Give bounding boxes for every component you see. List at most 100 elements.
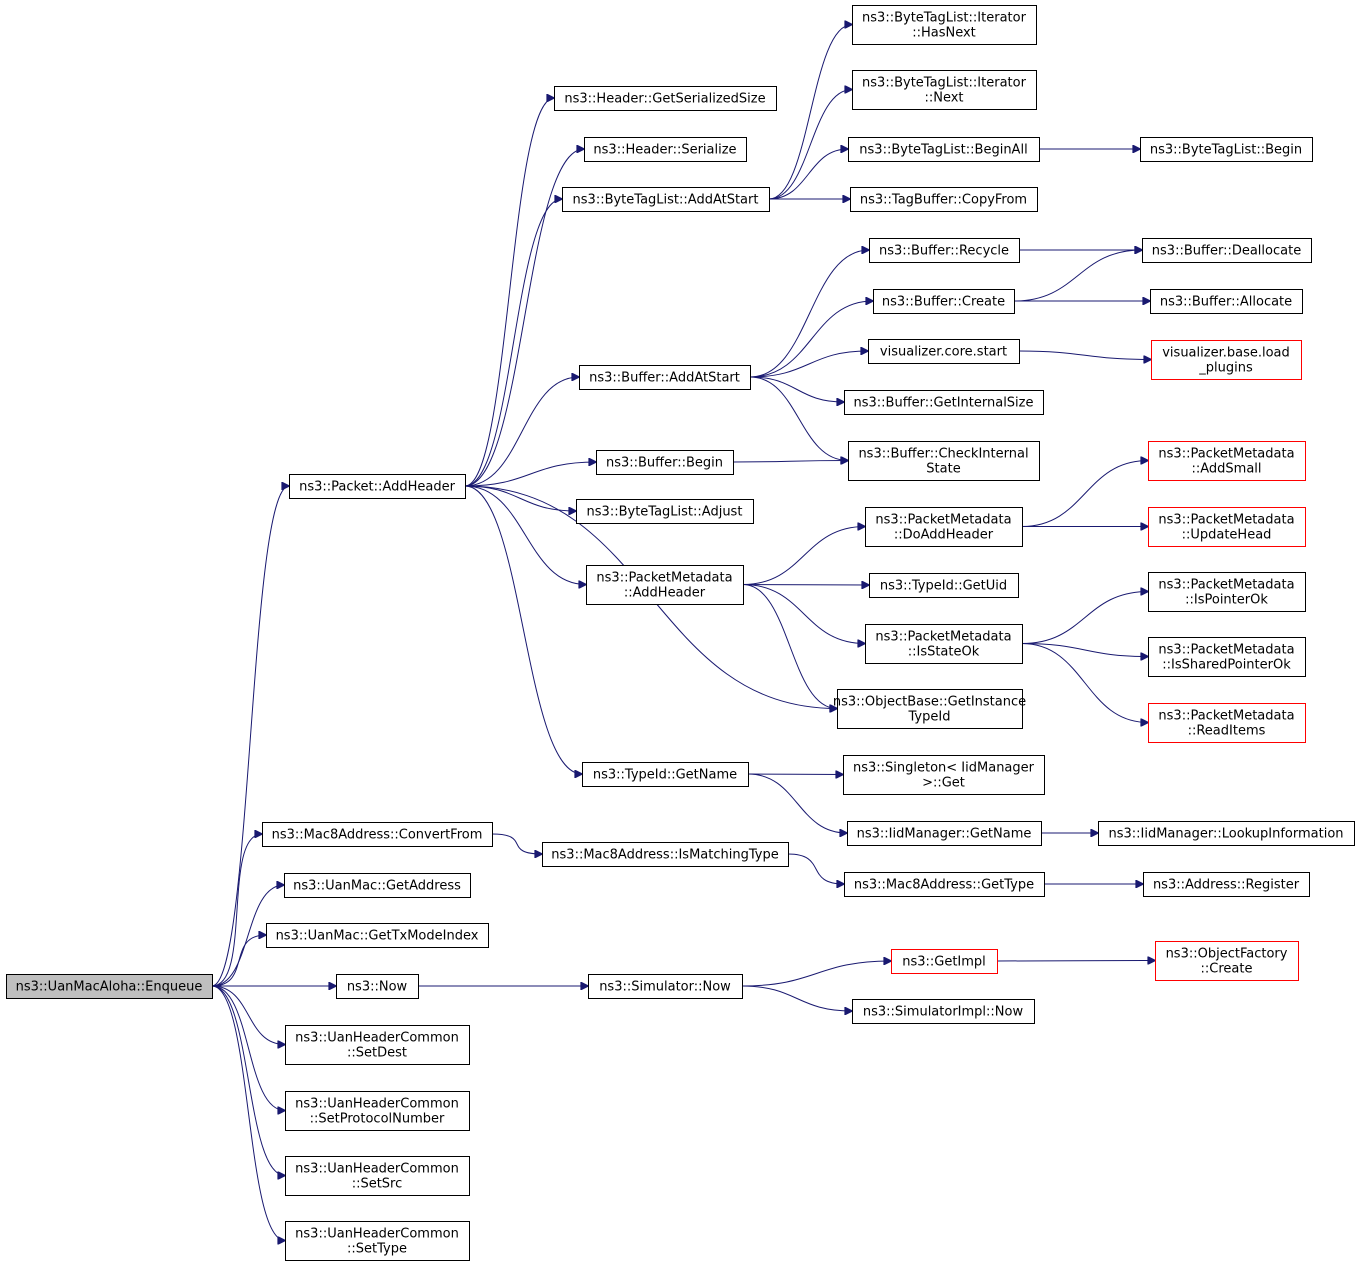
node-addHeader[interactable]: ns3::Packet::AddHeader — [289, 474, 466, 499]
edge-getImpl-to-objFactory — [996, 961, 1155, 962]
node-label: ns3::TypeId::GetName — [593, 768, 737, 783]
node-label: ns3::ByteTagList::AddAtStart — [573, 193, 759, 208]
node-label: ns3::Simulator::Now — [599, 980, 731, 995]
node-bufRecycle[interactable]: ns3::Buffer::Recycle — [869, 238, 1020, 263]
node-label: ns3::UanHeaderCommon — [295, 1031, 459, 1046]
edge-pmAddHeader-to-tidUid — [742, 585, 869, 586]
edge-bufBegin-to-bufCheck — [732, 461, 848, 463]
node-btlHasNext[interactable]: ns3::ByteTagList::Iterator::HasNext — [852, 5, 1037, 45]
node-box — [1143, 872, 1310, 897]
node-label: ns3::ByteTagList::Begin — [1150, 143, 1302, 158]
node-hdrSize[interactable]: ns3::Header::GetSerializedSize — [554, 86, 777, 111]
node-label: ns3::PacketMetadata — [1158, 513, 1294, 528]
node-pmAddHeader[interactable]: ns3::PacketMetadata::AddHeader — [586, 565, 744, 605]
node-label: ns3::ObjectBase::GetInstance — [833, 695, 1026, 710]
node-btlAddAtStart[interactable]: ns3::ByteTagList::AddAtStart — [562, 187, 770, 212]
node-label: ns3::Buffer::Create — [882, 295, 1005, 310]
edge-pmStateOk-to-pmSharedOk — [1021, 643, 1148, 657]
edge-root-to-setDest — [211, 985, 285, 1045]
node-box — [847, 821, 1042, 846]
node-btlNext[interactable]: ns3::ByteTagList::Iterator::Next — [852, 70, 1037, 110]
node-box — [837, 689, 1023, 729]
node-pmStateOk[interactable]: ns3::PacketMetadata::IsStateOk — [865, 624, 1023, 664]
edge-bufAddAtStart-to-bufRecycle — [749, 250, 869, 378]
node-label: ns3::Header::Serialize — [593, 143, 736, 158]
node-iidName[interactable]: ns3::IidManager::GetName — [847, 821, 1042, 846]
node-getImpl[interactable]: ns3::GetImpl — [891, 949, 998, 974]
node-vizStart[interactable]: visualizer.core.start — [868, 339, 1020, 364]
node-pmSharedOk[interactable]: ns3::PacketMetadata::IsSharedPointerOk — [1148, 637, 1306, 677]
node-bufIntSize[interactable]: ns3::Buffer::GetInternalSize — [844, 390, 1044, 415]
node-label: ns3::Mac8Address::ConvertFrom — [272, 828, 483, 843]
node-label: ns3::TypeId::GetUid — [880, 579, 1007, 594]
node-singleton[interactable]: ns3::Singleton< IidManager >::Get — [843, 755, 1045, 795]
node-box — [588, 974, 743, 999]
node-m8Type[interactable]: ns3::Mac8Address::GetType — [844, 872, 1045, 897]
node-label: ns3::Buffer::Recycle — [879, 244, 1009, 259]
node-label: ns3::PacketMetadata — [1158, 447, 1294, 462]
node-label: ::DoAddHeader — [894, 528, 994, 543]
node-pmUpdHead[interactable]: ns3::PacketMetadata::UpdateHead — [1148, 507, 1306, 547]
node-objFactory[interactable]: ns3::ObjectFactory::Create — [1155, 941, 1299, 981]
node-box — [1151, 340, 1302, 380]
edge-pmAddHeader-to-objInst — [742, 584, 837, 709]
edge-pmStateOk-to-pmRead — [1021, 643, 1148, 723]
node-label: ::IsSharedPointerOk — [1162, 658, 1291, 673]
edge-bufAddAtStart-to-vizStart — [749, 351, 868, 378]
edge-root-to-setSrc — [211, 985, 285, 1176]
node-setProto[interactable]: ns3::UanHeaderCommon::SetProtocolNumber — [285, 1091, 470, 1131]
node-label: ::Next — [924, 91, 963, 106]
node-box — [542, 842, 789, 867]
node-bufCreate[interactable]: ns3::Buffer::Create — [873, 289, 1015, 314]
node-label: _plugins — [1198, 361, 1253, 376]
node-label: ::SetType — [347, 1242, 407, 1257]
node-pmPtrOk[interactable]: ns3::PacketMetadata::IsPointerOk — [1148, 572, 1306, 612]
node-uanTx[interactable]: ns3::UanMac::GetTxModeIndex — [266, 923, 489, 948]
edge-bufAddAtStart-to-bufCheck — [749, 376, 848, 461]
node-pmDoAdd[interactable]: ns3::PacketMetadata::DoAddHeader — [865, 507, 1023, 547]
node-label: ns3::UanHeaderCommon — [295, 1097, 459, 1112]
node-simImplNow[interactable]: ns3::SimulatorImpl::Now — [852, 999, 1035, 1024]
node-setType[interactable]: ns3::UanHeaderCommon::SetType — [285, 1221, 470, 1261]
node-label: ns3::ObjectFactory — [1166, 947, 1288, 962]
node-pmAddSmall[interactable]: ns3::PacketMetadata::AddSmall — [1148, 441, 1306, 481]
node-label: State — [926, 462, 960, 477]
node-bufAddAtStart[interactable]: ns3::Buffer::AddAtStart — [579, 365, 751, 390]
node-tidUid[interactable]: ns3::TypeId::GetUid — [869, 573, 1019, 598]
edge-addHeader-to-hdrSer — [464, 149, 584, 487]
node-label: ::AddHeader — [624, 586, 706, 601]
node-box — [576, 499, 754, 524]
node-box — [1148, 703, 1306, 743]
node-label: ns3::IidManager::LookupInformation — [1108, 827, 1343, 842]
node-label: ns3::PacketMetadata — [875, 630, 1011, 645]
node-bufDealloc[interactable]: ns3::Buffer::Deallocate — [1142, 238, 1312, 263]
node-box — [865, 624, 1023, 664]
node-addrReg[interactable]: ns3::Address::Register — [1143, 872, 1310, 897]
node-label: ::IsPointerOk — [1185, 593, 1268, 608]
node-btlAdjust[interactable]: ns3::ByteTagList::Adjust — [576, 499, 754, 524]
node-iidLookup[interactable]: ns3::IidManager::LookupInformation — [1098, 821, 1355, 846]
node-label: ::UpdateHead — [1182, 528, 1272, 543]
node-root[interactable]: ns3::UanMacAloha::Enqueue — [6, 974, 213, 999]
node-label: ns3::SimulatorImpl::Now — [863, 1005, 1024, 1020]
node-setSrc[interactable]: ns3::UanHeaderCommon::SetSrc — [285, 1156, 470, 1196]
node-label: TypeId — [908, 710, 951, 725]
node-m8Match[interactable]: ns3::Mac8Address::IsMatchingType — [542, 842, 789, 867]
node-bufBegin[interactable]: ns3::Buffer::Begin — [596, 450, 734, 475]
node-tidName[interactable]: ns3::TypeId::GetName — [582, 762, 749, 787]
node-uanAddr[interactable]: ns3::UanMac::GetAddress — [284, 873, 471, 898]
node-m8Convert[interactable]: ns3::Mac8Address::ConvertFrom — [262, 822, 493, 847]
node-bufAlloc[interactable]: ns3::Buffer::Allocate — [1150, 289, 1303, 314]
node-box — [1155, 941, 1299, 981]
node-simNow[interactable]: ns3::Simulator::Now — [588, 974, 743, 999]
node-btlBegin[interactable]: ns3::ByteTagList::Begin — [1140, 137, 1313, 162]
node-hdrSer[interactable]: ns3::Header::Serialize — [584, 137, 747, 162]
node-btlBeginAll[interactable]: ns3::ByteTagList::BeginAll — [848, 137, 1040, 162]
node-tagCopy[interactable]: ns3::TagBuffer::CopyFrom — [850, 187, 1038, 212]
node-now[interactable]: ns3::Now — [336, 974, 419, 999]
node-setDest[interactable]: ns3::UanHeaderCommon::SetDest — [285, 1025, 470, 1065]
node-vizLoad[interactable]: visualizer.base.load_plugins — [1151, 340, 1302, 380]
node-pmRead[interactable]: ns3::PacketMetadata::ReadItems — [1148, 703, 1306, 743]
